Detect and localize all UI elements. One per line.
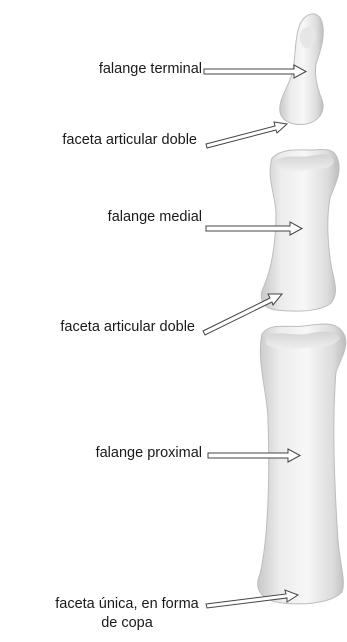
label-falange-proximal: falange proximal [96, 444, 202, 463]
label-faceta-articular-doble-2: faceta articular doble [60, 318, 195, 337]
label-faceta-articular-doble-1: faceta articular doble [62, 131, 197, 150]
label-falange-medial: falange medial [108, 208, 202, 227]
arrow-falange-terminal [204, 65, 306, 78]
label-faceta-unica: faceta única, en forma de copa [52, 595, 202, 633]
arrow-faceta-articular-1 [206, 122, 287, 148]
proximal-phalanx [258, 324, 346, 604]
label-falange-terminal: falange terminal [99, 60, 202, 79]
